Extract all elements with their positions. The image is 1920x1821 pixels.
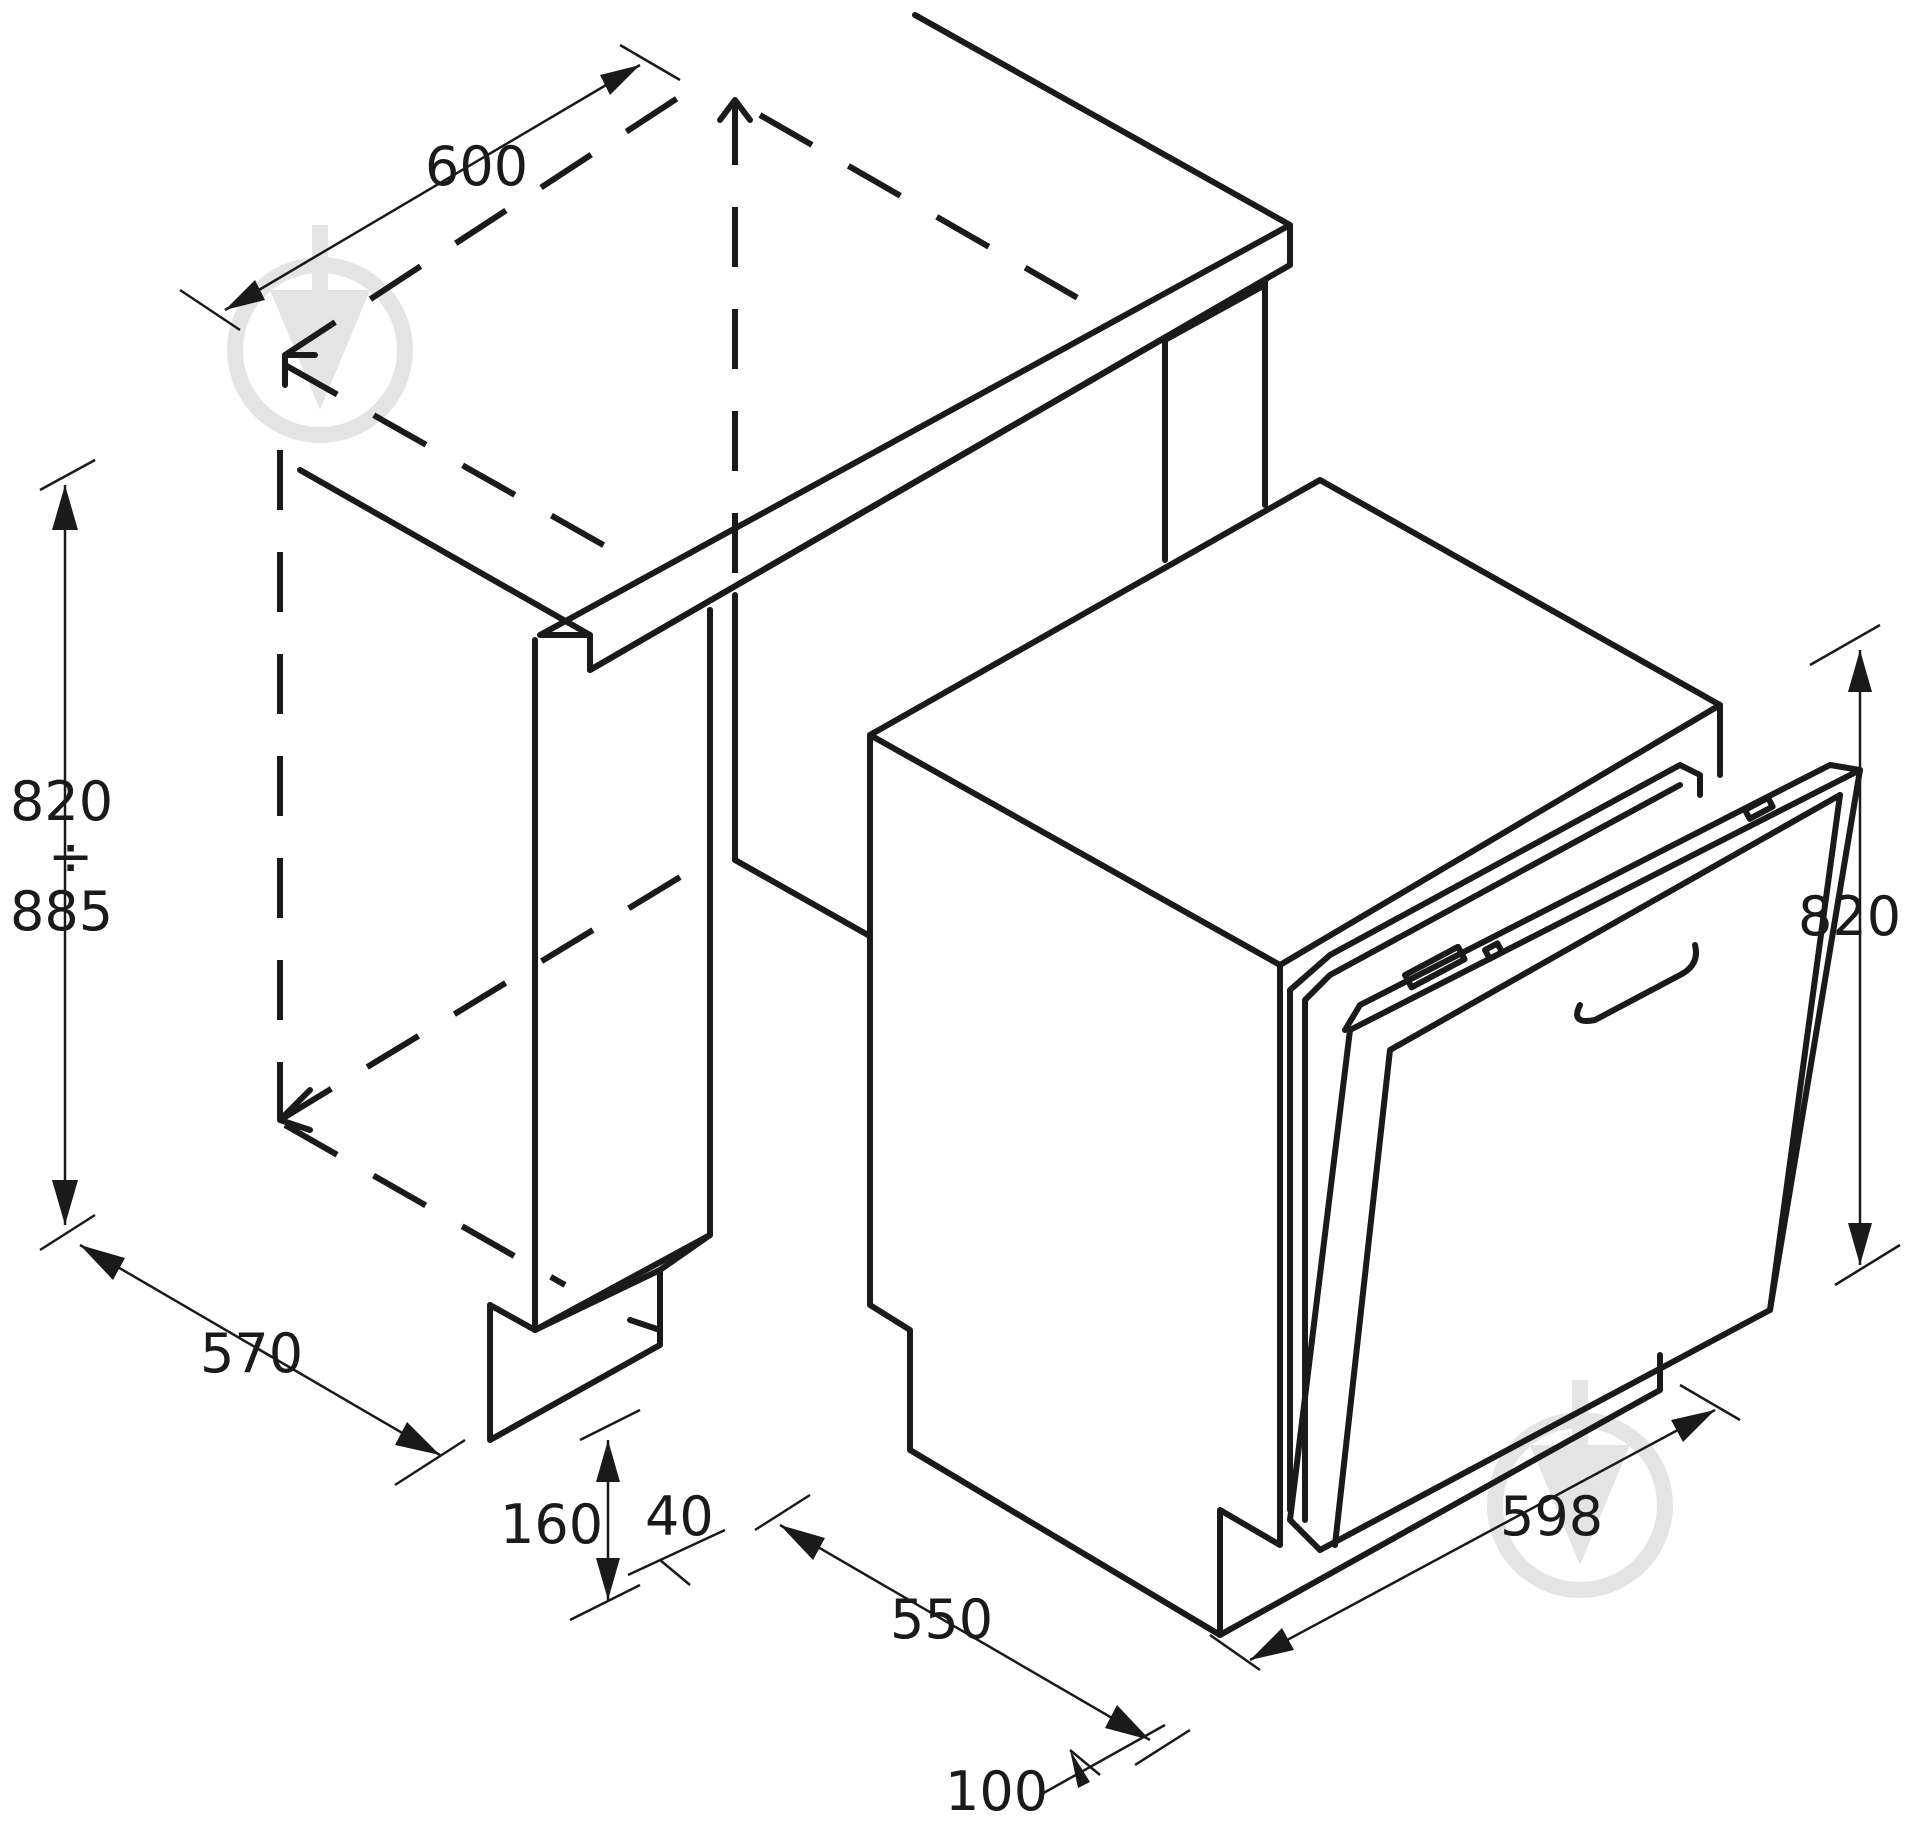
label-niche-depth: 570: [200, 1322, 303, 1385]
watermark-logo-icon: [227, 225, 413, 443]
side-cabinet: [532, 607, 713, 1333]
dimension-labels: 600 820 ÷ 885 570 160 40 550 100 598 820: [10, 135, 1901, 1821]
dishwasher-top: [867, 477, 1723, 968]
door-handle: [1574, 942, 1699, 1024]
label-niche-height-min: 820: [10, 770, 113, 833]
label-appliance-height: 820: [1798, 885, 1901, 948]
label-plinth-height: 160: [500, 1493, 603, 1556]
dishwasher-door: [1287, 767, 1863, 1553]
dimension-lines: [39, 43, 1901, 1797]
label-door-clearance: 100: [945, 1760, 1048, 1821]
label-niche-width: 600: [425, 135, 528, 198]
plinth: [487, 1267, 663, 1443]
label-niche-height-max: 885: [10, 880, 113, 943]
label-appliance-depth: 550: [890, 1588, 993, 1651]
cabinet-niche: [277, 12, 1293, 1443]
dishwasher-side: [867, 732, 1283, 1638]
dishwasher: [867, 477, 1863, 1638]
label-plinth-setback: 40: [645, 1485, 714, 1548]
label-niche-height-sep: ÷: [48, 825, 93, 888]
label-appliance-width: 598: [1500, 1485, 1603, 1548]
